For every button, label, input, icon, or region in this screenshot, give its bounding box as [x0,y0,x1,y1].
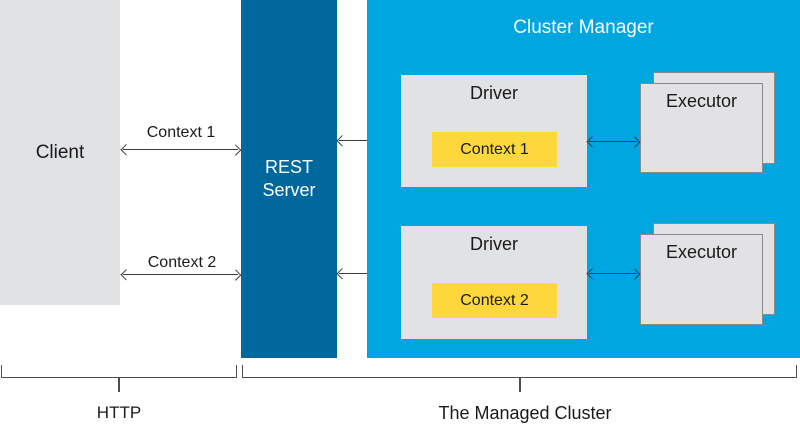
http-label: HTTP [96,403,142,422]
executor-label: Executor [665,91,738,111]
executor-label: Executor [665,242,738,262]
context1-chip: Context 1 [432,132,557,167]
arrowhead-right-icon [629,268,641,280]
context1-chip-label: Context 1 [460,140,529,158]
rest-server-box: REST Server [241,0,337,358]
managed-cluster-label: The Managed Cluster [438,403,612,423]
driver-label: Driver [470,83,518,103]
arrowhead-right-icon [230,269,242,281]
driver-box-2: Driver Context 2 [401,226,587,339]
context2-chip-label: Context 2 [460,291,529,309]
executor-box-1: Executor [640,83,763,173]
arrowhead-right-icon [230,144,242,156]
context1-channel-label: Context 1 [146,124,216,141]
client-rest-arrow-1 [119,143,242,157]
context2-channel-label: Context 2 [147,254,217,271]
driver-box-1: Driver Context 1 [401,75,587,187]
http-brace [1,365,237,378]
executor-box-2: Executor [640,234,763,325]
rest-server-label-line2: Server [262,180,316,200]
driver-executor-arrow-2 [585,267,641,281]
arrowhead-right-icon [629,136,641,148]
context2-chip: Context 2 [432,283,557,318]
cluster-manager-title: Cluster Manager [513,17,654,38]
managed-cluster-brace [242,365,797,378]
driver-label: Driver [470,234,518,254]
cluster-manager-box: Cluster Manager Driver Context 1 Executo… [367,0,800,358]
client-box: Client [0,0,120,305]
client-rest-arrow-2 [119,268,242,282]
client-label: Client [35,141,85,163]
managed-cluster-brace-tick [519,378,521,392]
driver-executor-arrow-1 [585,135,641,149]
rest-server-label-line1: REST [264,157,313,177]
http-brace-tick [118,378,120,392]
